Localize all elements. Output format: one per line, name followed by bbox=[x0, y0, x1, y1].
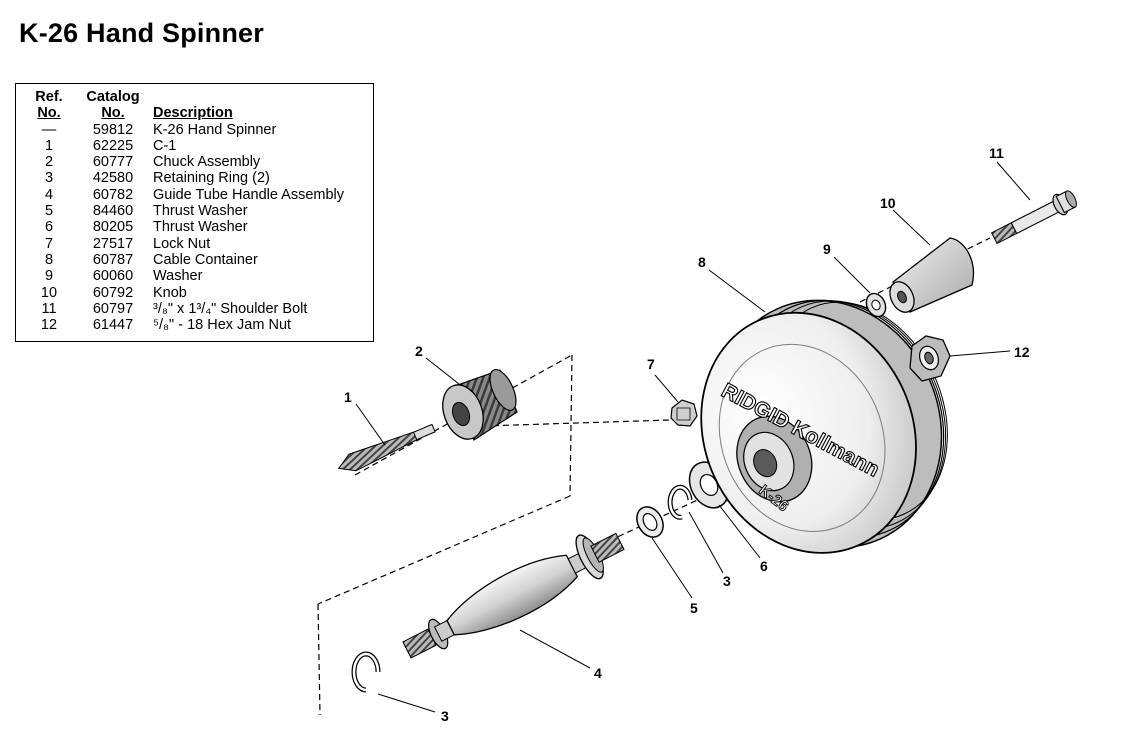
callout-11: 11 bbox=[989, 145, 1004, 161]
cell-catalog-no: 62225 bbox=[92, 137, 134, 154]
callout-1: 1 bbox=[344, 389, 352, 405]
table-row: 5 84460 Thrust Washer bbox=[23, 203, 344, 219]
cell-description: K-26 Hand Spinner bbox=[153, 121, 277, 138]
table-row: — 59812 K-26 Hand Spinner bbox=[23, 122, 344, 138]
cell-catalog-no: 60792 bbox=[92, 284, 134, 301]
part-2-chuck-assembly bbox=[442, 369, 518, 441]
cell-catalog-no: 60797 bbox=[92, 300, 134, 317]
table-row: 3 42580 Retaining Ring (2) bbox=[23, 170, 344, 186]
cell-description: Knob bbox=[153, 284, 187, 301]
callout-7: 7 bbox=[647, 356, 655, 372]
table-row: 8 60787 Cable Container bbox=[23, 252, 344, 268]
part-10-knob bbox=[889, 237, 975, 313]
cell-description: Washer bbox=[153, 268, 203, 285]
cell-ref-no: — bbox=[41, 121, 57, 138]
cell-description: C-1 bbox=[153, 137, 177, 154]
cell-ref-no: 8 bbox=[44, 251, 54, 268]
cell-description: Chuck Assembly bbox=[153, 154, 261, 171]
part-1-c1-screw bbox=[337, 423, 436, 472]
cell-ref-no: 10 bbox=[40, 284, 58, 301]
cell-catalog-no: 61447 bbox=[92, 317, 134, 334]
cell-description: Thrust Washer bbox=[153, 219, 248, 236]
cell-ref-no: 11 bbox=[41, 300, 57, 317]
header-ref-no: Ref. No. bbox=[35, 89, 63, 122]
cell-description: Retaining Ring (2) bbox=[153, 170, 270, 187]
part-7-lock-nut bbox=[670, 399, 698, 427]
part-4-guide-tube-handle bbox=[402, 532, 625, 659]
part-5-thrust-washer bbox=[636, 506, 664, 538]
cell-ref-no: 12 bbox=[40, 317, 58, 334]
cell-ref-no: 5 bbox=[44, 203, 54, 220]
table-row: 12 61447 ⁵/₈" - 18 Hex Jam Nut bbox=[23, 317, 344, 333]
cell-ref-no: 6 bbox=[44, 219, 54, 236]
part-9-washer bbox=[865, 292, 887, 318]
cell-ref-no: 9 bbox=[44, 268, 54, 285]
cell-ref-no: 1 bbox=[44, 137, 54, 154]
cell-catalog-no: 27517 bbox=[92, 235, 134, 252]
cell-ref-no: 3 bbox=[44, 170, 54, 187]
cell-catalog-no: 84460 bbox=[92, 203, 134, 220]
cell-ref-no: 7 bbox=[44, 235, 54, 252]
cell-description: Thrust Washer bbox=[153, 203, 248, 220]
cell-catalog-no: 59812 bbox=[92, 121, 134, 138]
callout-10: 10 bbox=[880, 195, 896, 211]
callout-numbers: 1 2 3 4 5 3 6 7 8 9 10 11 12 bbox=[344, 145, 1030, 724]
part-3-retaining-ring-lower bbox=[351, 651, 381, 693]
part-11-shoulder-bolt bbox=[990, 190, 1077, 245]
callout-5: 5 bbox=[690, 600, 698, 616]
cell-catalog-no: 60782 bbox=[92, 186, 134, 203]
callout-3-upper: 3 bbox=[723, 573, 731, 589]
callout-3-lower: 3 bbox=[441, 708, 449, 724]
cell-catalog-no: 60060 bbox=[92, 268, 134, 285]
header-catalog-no: Catalog No. bbox=[86, 89, 140, 122]
table-row: 9 60060 Washer bbox=[23, 268, 344, 284]
callout-6: 6 bbox=[760, 558, 768, 574]
table-row: 2 60777 Chuck Assembly bbox=[23, 154, 344, 170]
header-description: Description bbox=[153, 105, 233, 122]
callout-leaders bbox=[355, 161, 1031, 713]
part-12-hex-jam-nut bbox=[909, 335, 951, 382]
part-8-cable-container: RIDGID Kollmann K-26 bbox=[700, 299, 948, 554]
callout-8: 8 bbox=[698, 254, 706, 270]
table-row: 11 60797 ³/₈" x 1³/₄" Shoulder Bolt bbox=[23, 301, 344, 317]
page-title: K-26 Hand Spinner bbox=[19, 18, 264, 48]
table-row: 1 62225 C-1 bbox=[23, 138, 344, 154]
cell-description: Lock Nut bbox=[153, 235, 211, 252]
parts-table-header: Ref. No. Catalog No. Description bbox=[23, 89, 344, 122]
table-row: 6 80205 Thrust Washer bbox=[23, 219, 344, 235]
table-row: 4 60782 Guide Tube Handle Assembly bbox=[23, 187, 344, 203]
cell-catalog-no: 42580 bbox=[92, 170, 134, 187]
cell-catalog-no: 60777 bbox=[92, 154, 134, 171]
cell-catalog-no: 80205 bbox=[92, 219, 134, 236]
table-row: 7 27517 Lock Nut bbox=[23, 236, 344, 252]
cell-ref-no: 4 bbox=[44, 186, 54, 203]
part-3-retaining-ring-upper bbox=[667, 484, 693, 520]
callout-2: 2 bbox=[415, 343, 423, 359]
callout-4: 4 bbox=[594, 665, 602, 681]
cell-description: ³/₈" x 1³/₄" Shoulder Bolt bbox=[153, 300, 308, 317]
cell-description: Guide Tube Handle Assembly bbox=[153, 186, 345, 203]
cell-ref-no: 2 bbox=[44, 154, 54, 171]
callout-12: 12 bbox=[1014, 344, 1030, 360]
cell-description: ⁵/₈" - 18 Hex Jam Nut bbox=[153, 317, 292, 334]
cell-catalog-no: 60787 bbox=[92, 251, 134, 268]
table-row: 10 60792 Knob bbox=[23, 285, 344, 301]
callout-9: 9 bbox=[823, 241, 831, 257]
cell-description: Cable Container bbox=[153, 251, 258, 268]
